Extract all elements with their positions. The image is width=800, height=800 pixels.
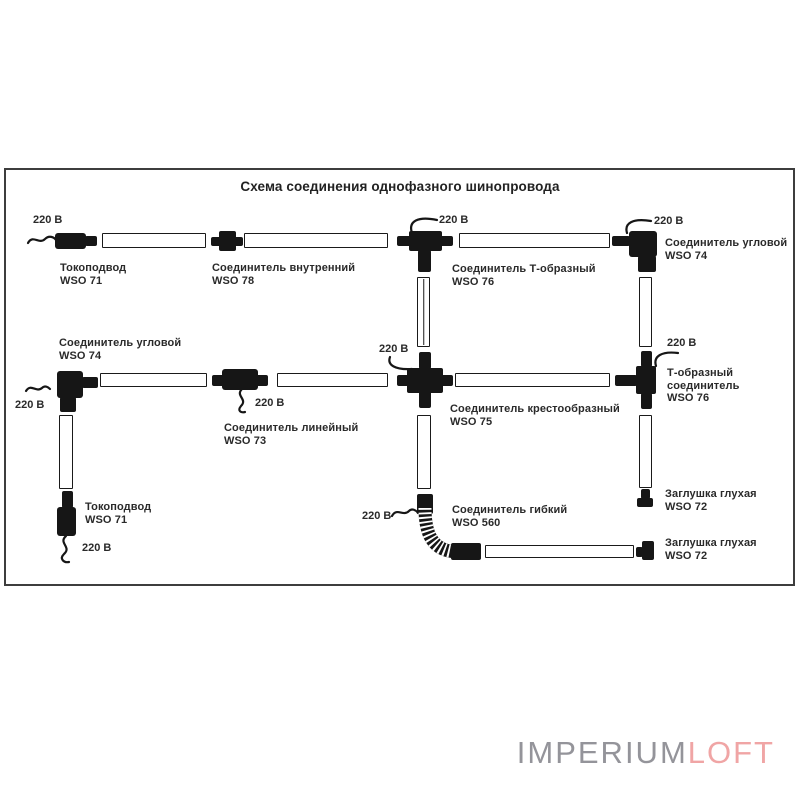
track-segment	[639, 277, 652, 347]
wire-squiggle	[26, 235, 58, 245]
t-connector-stub-bottom	[641, 393, 652, 409]
track-segment	[459, 233, 610, 248]
end-cap-stub	[641, 489, 650, 499]
corner-connector-tab	[82, 377, 98, 388]
end-cap-stub	[636, 547, 643, 557]
power-feed-stub	[62, 491, 73, 508]
voltage-label: 220 В	[667, 337, 697, 349]
t-connector-arm	[615, 375, 637, 386]
power-feed-connector	[57, 507, 76, 536]
diagram-title: Схема соединения однофазного шинопровода	[240, 179, 560, 194]
imperiumloft-logo: IMPERIUMLOFT	[517, 735, 775, 771]
component-label-linear: Соединитель линейный WSO 73	[224, 422, 359, 447]
wire-hook	[388, 355, 414, 371]
t-connector-body	[636, 366, 656, 394]
corner-connector-leg	[638, 256, 656, 272]
end-cap-body	[637, 498, 653, 507]
track-segment	[417, 415, 431, 489]
component-label-cross: Соединитель крестообразный WSO 75	[450, 403, 620, 428]
internal-connector	[219, 231, 236, 251]
voltage-label: 220 В	[379, 343, 409, 355]
corner-connector-body	[57, 371, 83, 398]
component-label-feed-top: Токоподвод WSO 71	[60, 262, 127, 287]
track-segment	[244, 233, 388, 248]
voltage-label: 220 В	[33, 214, 63, 226]
track-segment	[102, 233, 206, 248]
logo-loft: LOFT	[687, 735, 775, 770]
component-label-feed-bottom: Токоподвод WSO 71	[85, 501, 152, 526]
track-segment	[277, 373, 388, 387]
voltage-label: 220 В	[82, 542, 112, 554]
power-feed-connector-tab	[85, 236, 97, 246]
corner-connector-leg	[60, 397, 76, 412]
component-label-t-top: Соединитель Т-образный WSO 76	[452, 263, 596, 288]
track-segment	[417, 277, 430, 347]
track-segment	[455, 373, 610, 387]
component-label-t-right: Т-образный соединитель WSO 76	[667, 367, 740, 404]
component-label-flex: Соединитель гибкий WSO 560	[452, 504, 568, 529]
power-feed-connector	[55, 233, 86, 249]
wire-hang	[60, 534, 71, 564]
cross-connector-body	[407, 368, 443, 393]
cross-connector-stub-top	[419, 352, 431, 369]
wire-squiggle	[24, 385, 52, 393]
voltage-label: 220 В	[15, 399, 45, 411]
corner-connector-tab	[612, 236, 630, 246]
wire-hook	[410, 217, 439, 235]
wire-hang	[238, 387, 247, 414]
voltage-label: 220 В	[362, 510, 392, 522]
voltage-label: 220 В	[654, 215, 684, 227]
track-segment	[485, 545, 634, 558]
component-label-cap-bottom: Заглушка глухая WSO 72	[665, 537, 757, 562]
corner-connector-body	[629, 231, 657, 257]
wire-squiggle	[390, 508, 418, 518]
cross-connector-stub-bottom	[419, 391, 431, 408]
voltage-label: 220 В	[439, 214, 469, 226]
wire-hook	[654, 351, 680, 368]
t-connector-stub-top	[641, 351, 652, 367]
wire-hook	[625, 219, 653, 235]
track-segment	[639, 415, 652, 488]
track-rail-line	[422, 279, 425, 345]
t-connector-body	[409, 231, 442, 251]
end-cap-body	[642, 541, 654, 560]
component-label-corner-left: Соединитель угловой WSO 74	[59, 337, 182, 362]
component-label-corner-top-right: Соединитель угловой WSO 74	[665, 237, 788, 262]
track-segment	[59, 415, 73, 489]
logo-imperium: IMPERIUM	[516, 735, 688, 770]
linear-connector-body	[222, 369, 258, 390]
track-segment	[100, 373, 207, 387]
voltage-label: 220 В	[255, 397, 285, 409]
flex-connector-end	[451, 543, 481, 560]
component-label-internal: Соединитель внутренний WSO 78	[212, 262, 356, 287]
t-connector-stub	[418, 250, 431, 272]
component-label-cap-right-top: Заглушка глухая WSO 72	[665, 488, 757, 513]
